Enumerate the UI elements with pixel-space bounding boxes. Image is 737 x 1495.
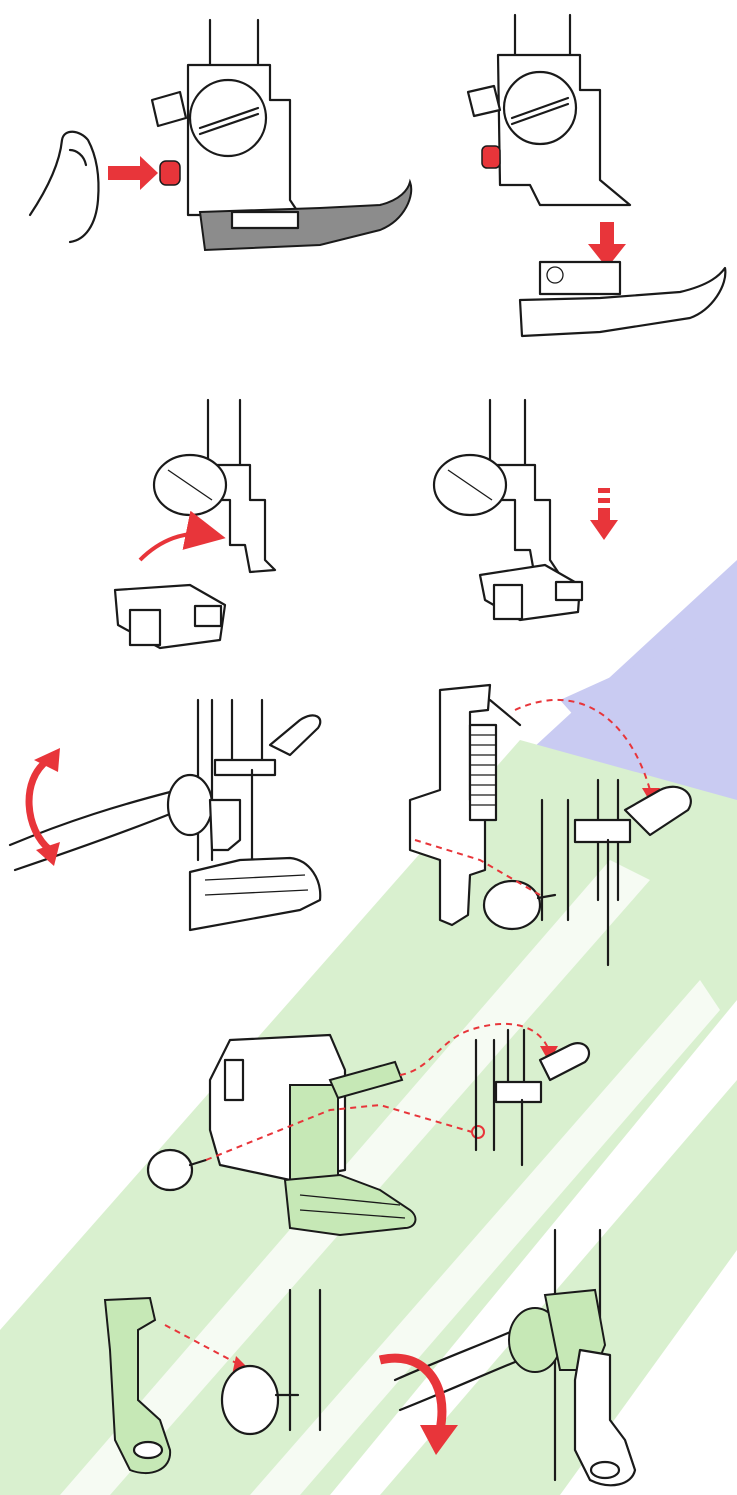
attach-arrow-icon [138, 510, 226, 562]
lower-dashed-arrow-icon [590, 488, 618, 540]
panel-presser-foot-drop [466, 13, 727, 338]
shank-foot [573, 1348, 637, 1487]
thumb-screw-icon [166, 773, 214, 837]
spring-coil [468, 723, 498, 822]
watermark-white-stripe [60, 860, 650, 1495]
release-button [159, 160, 181, 186]
finger-outline [28, 130, 100, 244]
watermark-white-stripe-2 [250, 980, 720, 1495]
panel-foot-lowered [432, 398, 618, 622]
panel-presser-foot-release [28, 18, 413, 252]
shank-dashed-path [164, 1324, 241, 1366]
lever-dashed-path [399, 1022, 549, 1076]
knob [150, 90, 188, 128]
watermark-background [0, 560, 737, 1495]
attach-dashed-path [414, 839, 541, 896]
thumb-screw-icon [146, 1148, 194, 1192]
screwdriver [8, 790, 177, 872]
panel-foot-attach [113, 398, 277, 650]
thumb-screw-icon [220, 1364, 280, 1436]
shank-part [103, 1296, 172, 1475]
panel-walking-foot [146, 1022, 591, 1237]
panel-screw-loosen [8, 698, 322, 932]
watermark-blue-shape-2 [560, 620, 737, 800]
screw-dashed-path [205, 1103, 473, 1161]
walking-foot-lever [328, 1060, 404, 1100]
watermark-green-shape-2 [380, 1080, 737, 1495]
rotate-arrow-icon [25, 757, 53, 853]
release-button [481, 145, 501, 169]
walking-foot-sole [283, 1173, 417, 1237]
screwdriver [393, 1328, 522, 1412]
panel-darning-foot [408, 683, 692, 967]
panel-screw-tighten [378, 1228, 637, 1487]
panel-shank-attach [103, 1288, 322, 1475]
release-arrow-icon [108, 156, 158, 190]
thumb-screw-icon [482, 879, 542, 931]
presser-foot-sole [188, 856, 322, 932]
walking-foot-inner [289, 1084, 339, 1181]
presser-foot-sole [518, 266, 727, 338]
drop-arrow-icon [588, 222, 626, 268]
lever-dashed-path [514, 699, 651, 791]
presser-foot-sole [198, 178, 413, 252]
rotate-arrow-icon [378, 1353, 447, 1431]
